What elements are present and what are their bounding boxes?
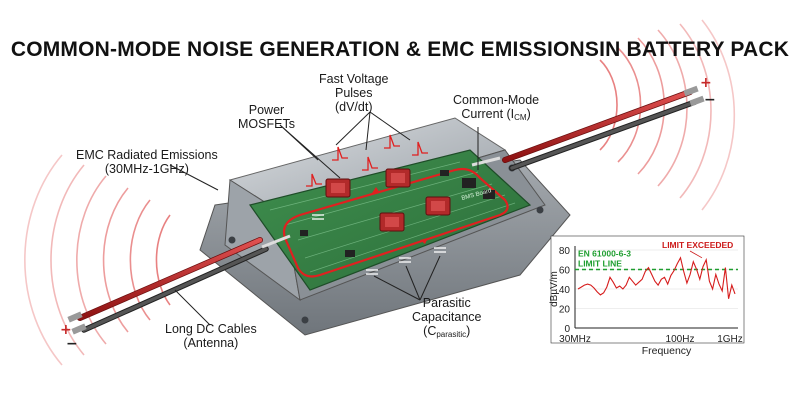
y-tick-label: 20 — [559, 305, 571, 316]
emission-waves-left — [24, 154, 171, 366]
cables-label-1: Long DC Cables — [165, 322, 257, 336]
label-power-mosfets: Power MOSFETs — [238, 103, 295, 131]
voltage-pulse-waveforms — [306, 134, 428, 187]
cm-label-2: Current (ICM) — [461, 107, 531, 122]
mosfets-label-1: Power — [248, 103, 285, 117]
x-tick-label: 100Hz — [666, 334, 695, 345]
label-long-dc-cables: Long DC Cables (Antenna) — [165, 322, 257, 350]
label-fast-voltage-pulses: Fast Voltage Pulses (dV/dt) — [319, 72, 389, 114]
label-emc-radiated-emissions: EMC Radiated Emissions (30MHz-1GHz) — [76, 148, 218, 176]
pulses-label-1: Fast Voltage — [319, 72, 389, 86]
parasitic-capacitor-symbols — [312, 214, 446, 275]
page-title: COMMON-MODE NOISE GENERATION & EMC EMISS… — [10, 38, 790, 61]
pulses-label-3: (dV/dt) — [334, 100, 373, 114]
y-axis-title: dBµV/m — [549, 271, 560, 307]
emissions-range-label: (30MHz-1GHz) — [104, 162, 189, 176]
x-axis-title: Frequency — [642, 345, 692, 357]
dc-cable-right — [471, 85, 705, 171]
pcb-components — [300, 170, 495, 257]
parasitic-label-3: (Cparasitic) — [423, 324, 471, 339]
parasitic-label-2: Capacitance — [412, 310, 482, 324]
cm-label-1: Common-Mode — [453, 93, 540, 107]
y-tick-label: 80 — [559, 246, 571, 257]
x-tick-label: 1GHz — [717, 334, 743, 345]
parasitic-label-1: Parasitic — [422, 296, 471, 310]
y-tick-label: 40 — [559, 285, 571, 296]
leader-lines — [169, 111, 479, 326]
limit-exceeded-label: LIMIT EXCEEDED — [662, 240, 733, 250]
label-parasitic-capacitance: Parasitic Capacitance (Cparasitic) — [412, 296, 482, 342]
y-tick-label: 0 — [564, 324, 570, 335]
limit-line-label: LIMIT LINE — [578, 259, 622, 269]
minus-sign-left: − — [66, 336, 78, 352]
chart-frame — [550, 235, 745, 344]
label-common-mode-current: Common-Mode Current (ICM) — [453, 93, 539, 125]
exceeded-pointer — [689, 250, 703, 259]
minus-sign-right: − — [704, 92, 716, 108]
mosfet-chips — [325, 168, 451, 232]
common-mode-current-loop — [282, 167, 509, 278]
limit-standard-label: EN 61000-6-3 — [578, 249, 631, 259]
emissions-label: EMC Radiated Emissions — [76, 148, 218, 162]
mosfets-label-2: MOSFETs — [238, 117, 295, 131]
pulses-label-2: Pulses — [334, 86, 373, 100]
dc-cable-left — [67, 234, 291, 335]
y-tick-label: 60 — [559, 266, 571, 277]
emission-trace — [577, 256, 736, 299]
plus-sign-left: + — [60, 322, 72, 338]
cables-label-2: (Antenna) — [183, 336, 239, 350]
plus-sign-right: + — [700, 75, 712, 91]
emission-waves-right — [599, 19, 736, 211]
x-tick-label: 30MHz — [559, 334, 591, 345]
